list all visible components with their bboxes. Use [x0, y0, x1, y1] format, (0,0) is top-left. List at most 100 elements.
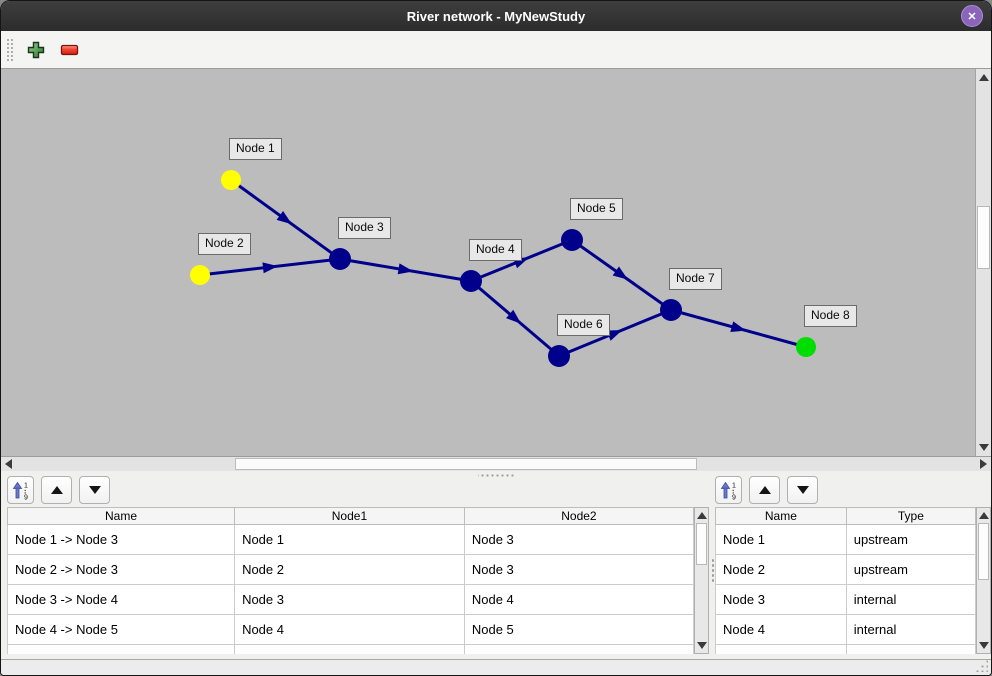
node-label[interactable]: Node 1 [229, 138, 282, 160]
scroll-up-icon[interactable] [697, 512, 707, 519]
canvas-vertical-scrollbar[interactable] [975, 69, 991, 456]
horizontal-scrollbar-thumb[interactable] [235, 458, 697, 470]
node-circle[interactable] [329, 248, 351, 270]
table-cell[interactable]: Node 4 [463, 584, 694, 615]
vertical-scrollbar-thumb[interactable] [978, 523, 989, 580]
table-cell[interactable]: internal [845, 584, 976, 615]
table-cell[interactable]: Node 3 [234, 584, 465, 615]
table-cell[interactable]: Node 2 [234, 554, 465, 585]
network-canvas[interactable]: Node 1 Node 2 Node 3 Node 4 Node 5 Node 6 Node… [1, 69, 975, 456]
table-cell[interactable]: Node 1 [715, 524, 847, 555]
nodes-table-scrollbar[interactable] [976, 507, 991, 654]
scroll-down-icon[interactable] [979, 444, 989, 451]
table-cell[interactable] [463, 644, 694, 654]
edge-direction-arrow-icon [262, 262, 278, 274]
table-cell[interactable] [234, 644, 465, 654]
add-node-button[interactable] [25, 39, 47, 61]
scroll-up-icon[interactable] [979, 512, 989, 519]
table-cell[interactable]: upstream [845, 554, 976, 585]
vertical-scrollbar-thumb[interactable] [696, 523, 707, 565]
column-header[interactable]: Name [7, 507, 236, 525]
plus-icon [27, 41, 45, 58]
links-move-up-button[interactable] [41, 476, 72, 504]
node-circle[interactable] [221, 170, 241, 190]
nodes-move-down-button[interactable] [787, 476, 818, 504]
table-cell[interactable]: Node 2 -> Node 3 [7, 554, 236, 585]
remove-button[interactable] [59, 39, 81, 61]
down-arrow-icon [796, 486, 809, 494]
column-header[interactable]: Node2 [463, 507, 694, 525]
window-resize-grip[interactable] [975, 659, 988, 672]
nodes-move-up-button[interactable] [749, 476, 780, 504]
table-cell[interactable]: internal [845, 614, 976, 645]
table-cell[interactable]: Node 1 -> Node 3 [7, 524, 236, 555]
scroll-right-icon[interactable] [980, 459, 987, 469]
canvas-horizontal-scrollbar[interactable] [1, 456, 991, 471]
table-cell[interactable]: upstream [845, 524, 976, 555]
title-bar[interactable]: River network - MyNewStudy ✕ [1, 1, 991, 31]
table-cell[interactable]: Node 3 [463, 554, 694, 585]
links-table-scrollbar[interactable] [694, 507, 709, 654]
table-cell[interactable]: Node 1 [234, 524, 465, 555]
table-cell[interactable] [7, 644, 236, 654]
table-cell[interactable]: Node 3 [715, 584, 847, 615]
node-label[interactable]: Node 6 [557, 314, 610, 336]
node-label[interactable]: Node 2 [198, 233, 251, 255]
table-cell[interactable]: Node 5 [463, 614, 694, 645]
node-label[interactable]: Node 3 [338, 217, 391, 239]
edge-direction-arrow-icon [612, 266, 629, 280]
node-row[interactable] [715, 644, 976, 654]
table-cell[interactable]: Node 4 [715, 614, 847, 645]
scroll-down-icon[interactable] [979, 642, 989, 649]
toolbar-grip-handle[interactable] [5, 36, 13, 63]
node-circle[interactable] [796, 337, 816, 357]
table-cell[interactable]: Node 4 [234, 614, 465, 645]
svg-text:1: 1 [24, 482, 28, 489]
node-label[interactable]: Node 5 [570, 198, 623, 220]
scroll-up-icon[interactable] [979, 74, 989, 81]
node-label[interactable]: Node 4 [469, 239, 522, 261]
node-circle[interactable] [548, 345, 570, 367]
svg-text:9: 9 [24, 494, 28, 500]
links-sort-button[interactable]: 1 9 [7, 476, 34, 504]
links-move-down-button[interactable] [79, 476, 110, 504]
scroll-down-icon[interactable] [697, 642, 707, 649]
vertical-scrollbar-thumb[interactable] [977, 206, 990, 269]
node-label[interactable]: Node 7 [669, 268, 722, 290]
node-circle[interactable] [460, 270, 482, 292]
link-row[interactable] [7, 644, 694, 654]
column-header[interactable]: Type [845, 507, 976, 525]
table-cell[interactable]: Node 3 -> Node 4 [7, 584, 236, 615]
sort-ascending-icon: 1 9 [12, 481, 28, 500]
nodes-sort-button[interactable]: 1 9 [715, 476, 742, 504]
scroll-left-icon[interactable] [5, 459, 12, 469]
node-circle[interactable] [190, 265, 210, 285]
close-button[interactable]: ✕ [961, 5, 983, 27]
node-circle[interactable] [561, 229, 583, 251]
column-header[interactable]: Node1 [234, 507, 465, 525]
table-panel-splitter[interactable] [709, 507, 715, 659]
node-circle[interactable] [660, 299, 682, 321]
table-cell[interactable] [845, 644, 976, 654]
sort-ascending-icon: 1 9 [720, 481, 736, 500]
table-cell[interactable]: Node 4 -> Node 5 [7, 614, 236, 645]
column-header[interactable]: Name [715, 507, 847, 525]
pane-splitter-handle[interactable] [478, 472, 514, 477]
up-arrow-icon [50, 486, 63, 494]
node-label[interactable]: Node 8 [804, 305, 857, 327]
links-table-buttons: 1 9 [7, 476, 110, 504]
table-cell[interactable] [715, 644, 847, 654]
table-cell[interactable]: Node 2 [715, 554, 847, 585]
table-cell[interactable]: Node 3 [463, 524, 694, 555]
